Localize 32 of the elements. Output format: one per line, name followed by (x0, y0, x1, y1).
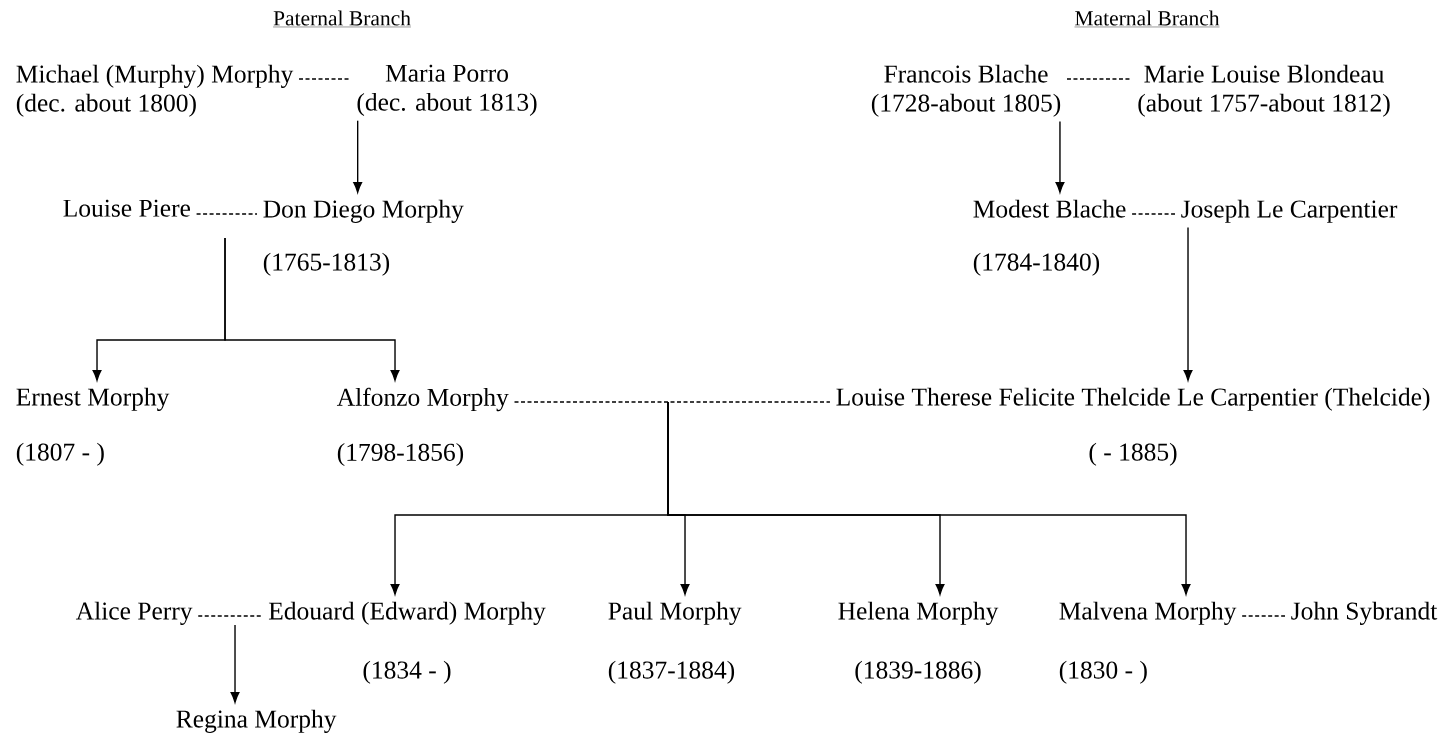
spouse-line (195, 213, 258, 215)
person-name: Paul Morphy (1837-1884) (608, 601, 742, 684)
person-name: Regina Morphy (176, 709, 337, 733)
person-name: John Sybrandt (1291, 601, 1438, 625)
person-name: Alfonzo Morphy (1798-1856) (336, 387, 509, 467)
person-name: Ernest Morphy (1807 - ) (16, 387, 170, 466)
person-name: Modest Blache (1784-1840) (973, 199, 1126, 276)
descent-arrow (667, 401, 1191, 595)
person-name: Alice Perry (75, 601, 193, 625)
person-name: Don Diego Morphy (1765-1813) (263, 199, 464, 276)
person-name: Edouard (Edward) Morphy (1834 - ) (268, 601, 546, 684)
person-name: Malvena Morphy (1830 - ) (1059, 601, 1237, 684)
person-name: Francois Blache (1728-about 1805) (871, 64, 1061, 117)
branch-heading: Maternal Branch (1074, 10, 1220, 28)
spouse-line (513, 401, 831, 403)
descent-arrow (1183, 226, 1193, 381)
descent-arrow (353, 120, 363, 193)
descent-arrow (1055, 120, 1065, 193)
spouse-line (197, 615, 264, 617)
descent-arrow (230, 624, 240, 703)
person-name: Marie Louise Blondeau (about 1757-about 1812) (1138, 64, 1390, 117)
person-name: Maria Porro (dec. about 1813) (357, 64, 537, 116)
spouse-line (298, 78, 352, 80)
person-name: Helena Morphy (1839-1886) (838, 601, 999, 684)
person-name: Louise Therese Felicite Thelcide Le Carpentier (Thelcide) ( - 1885) (836, 387, 1430, 466)
spouse-line (1131, 213, 1176, 215)
spouse-line (1241, 615, 1286, 617)
branch-heading: Paternal Branch (272, 10, 412, 28)
descent-arrow (224, 237, 400, 381)
person-name: Michael (Murphy) Morphy (dec. about 1800) (16, 64, 294, 117)
person-name: Louise Piere (63, 199, 190, 217)
person-name: Joseph Le Carpentier (1181, 199, 1398, 223)
